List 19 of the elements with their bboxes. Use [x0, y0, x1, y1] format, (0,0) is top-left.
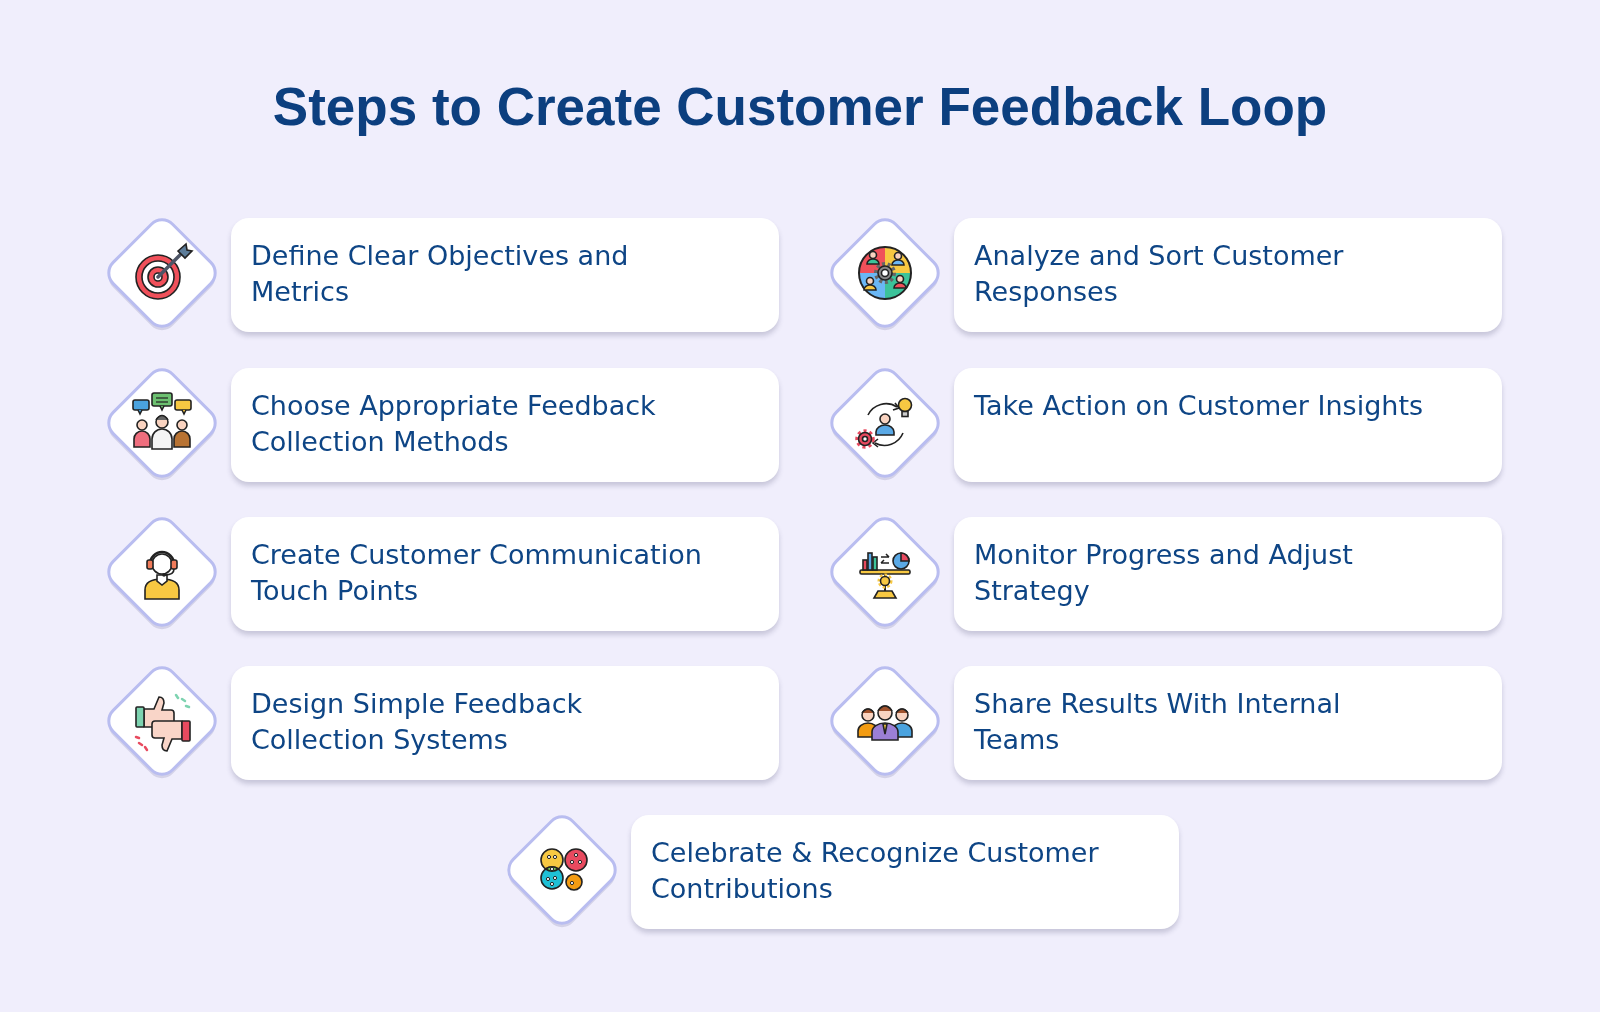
step-card — [954, 218, 1502, 332]
step-card — [954, 368, 1502, 482]
title: Steps to Create Customer Feedback Loop — [272, 76, 1328, 138]
step-card — [231, 666, 779, 780]
step-card — [231, 517, 779, 631]
step-text: Analyze and Sort Customer Responses — [974, 239, 1345, 309]
step-card — [231, 218, 779, 332]
step-text: Monitor Progress and Adjust Strategy — [974, 538, 1354, 608]
step-card — [231, 368, 779, 482]
step-card — [631, 815, 1179, 929]
step-text: Share Results With Internal Teams — [974, 687, 1342, 757]
step-card — [954, 517, 1502, 631]
step-text: Create Customer Communication Touch Points — [251, 538, 703, 608]
step-text: Design Simple Feedback Collection Systems — [251, 687, 584, 757]
step-text: Choose Appropriate Feedback Collection Methods — [251, 389, 657, 459]
step-text: Take Action on Customer Insights — [974, 389, 1425, 423]
step-text: Define Clear Objectives and Metrics — [251, 239, 630, 309]
step-card — [954, 666, 1502, 780]
step-text: Celebrate & Recognize Customer Contributions — [651, 836, 1100, 906]
